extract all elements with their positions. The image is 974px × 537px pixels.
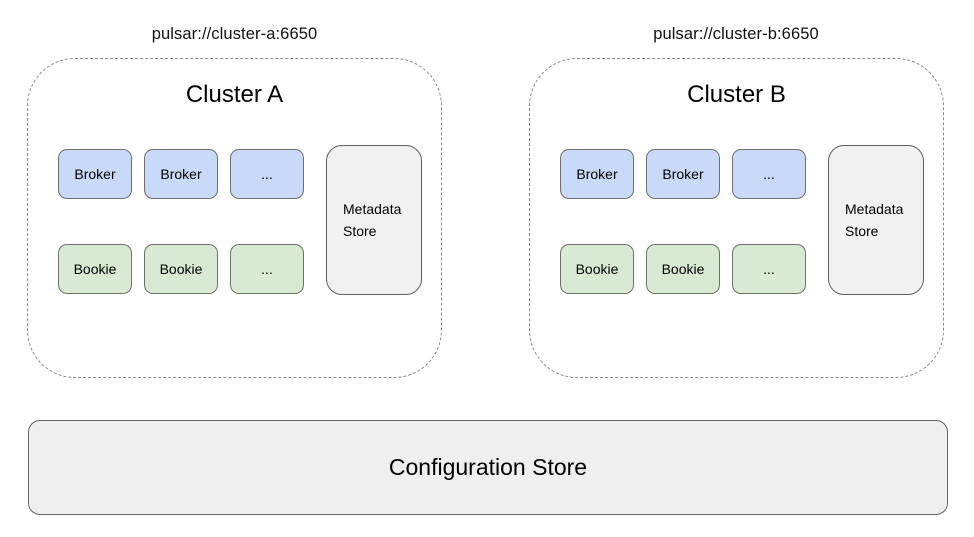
cluster-a-title: Cluster A	[185, 81, 284, 108]
cluster-a-bookie-1: Bookie	[58, 244, 132, 294]
cluster-b-broker-2: Broker	[646, 149, 720, 199]
cluster-b-bookie-2: Bookie	[646, 244, 720, 294]
cluster-a-bookie-more: ...	[230, 244, 304, 294]
cluster-a-broker-more: ...	[230, 149, 304, 199]
cluster-a-container: Cluster A Broker Broker ... Bookie Booki…	[27, 58, 442, 378]
cluster-b-broker-more: ...	[732, 149, 806, 199]
cluster-b-bookie-1: Bookie	[560, 244, 634, 294]
cluster-b-bookie-more: ...	[732, 244, 806, 294]
cluster-a-service-url: pulsar://cluster-a:6650	[151, 25, 318, 43]
cluster-a-bookie-2: Bookie	[144, 244, 218, 294]
cluster-b-metadata-store-label: Metadata Store	[845, 201, 904, 239]
cluster-a-metadata-store-label: Metadata Store	[343, 201, 402, 239]
cluster-b-metadata-store: Metadata Store	[828, 145, 924, 295]
configuration-store-label: Configuration Store	[388, 454, 588, 480]
cluster-b-service-url: pulsar://cluster-b:6650	[653, 25, 819, 43]
cluster-a-metadata-store: Metadata Store	[326, 145, 422, 295]
cluster-a-broker-2: Broker	[144, 149, 218, 199]
cluster-a-broker-1: Broker	[58, 149, 132, 199]
cluster-b-broker-1: Broker	[560, 149, 634, 199]
cluster-b-container: Cluster B Broker Broker ... Bookie Booki…	[529, 58, 944, 378]
cluster-b-title: Cluster B	[687, 81, 786, 108]
configuration-store: Configuration Store	[28, 420, 948, 515]
